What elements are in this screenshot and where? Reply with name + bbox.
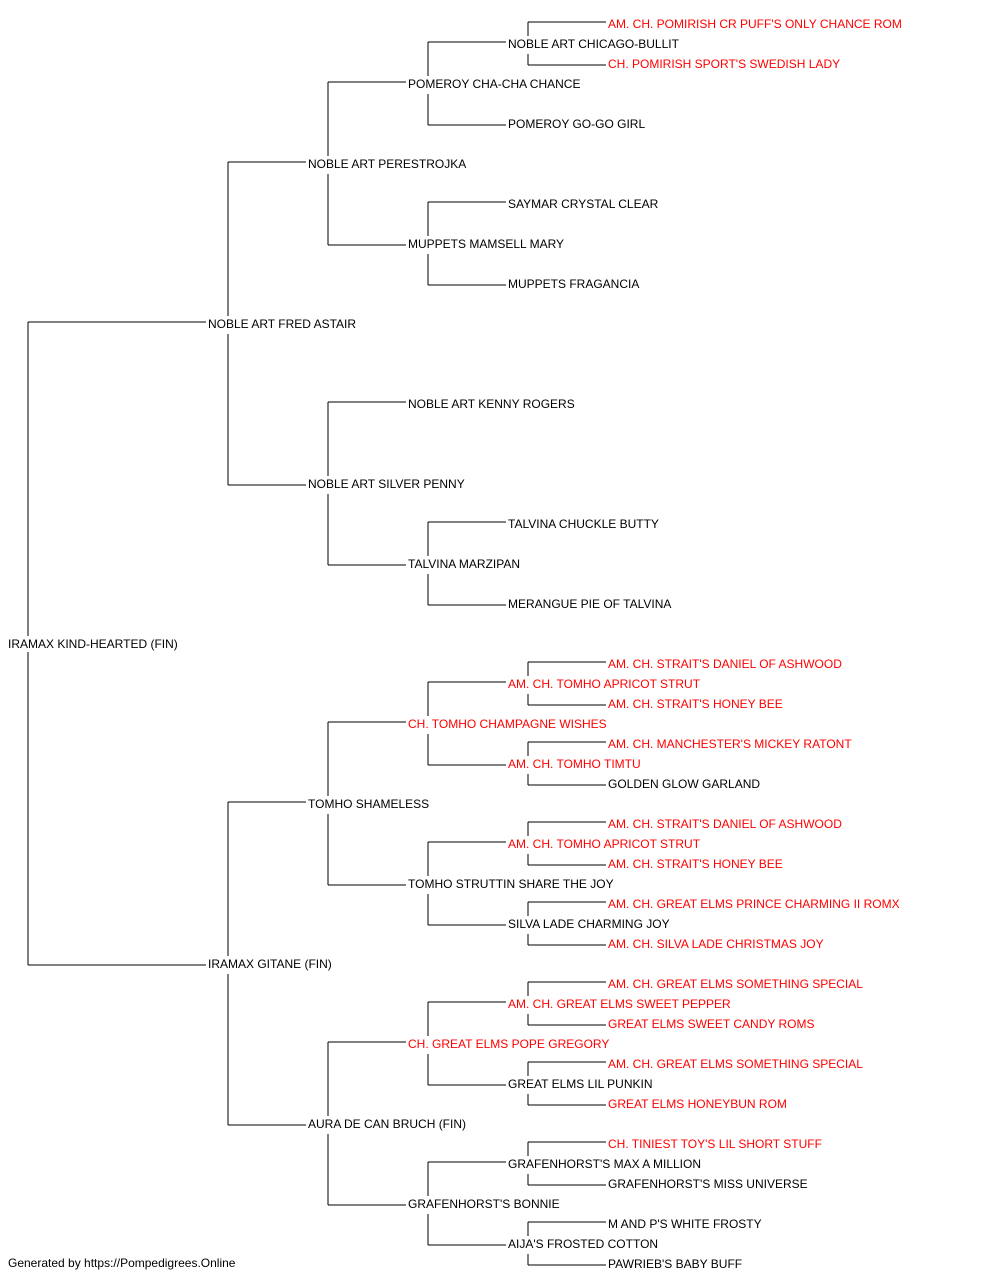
gen3-ancestor-name[interactable]: NOBLE ART KENNY ROGERS [408,397,575,411]
gen5-ancestor-name[interactable]: GREAT ELMS HONEYBUN ROM [608,1097,787,1111]
generator-credit: Generated by https://Pompedigrees.Online [8,1256,236,1270]
gen5-ancestor-name[interactable]: GREAT ELMS SWEET CANDY ROMS [608,1017,814,1031]
gen4-ancestor-name[interactable]: TALVINA CHUCKLE BUTTY [508,517,659,531]
gen5-ancestor-name[interactable]: AM. CH. SILVA LADE CHRISTMAS JOY [608,937,824,951]
gen5-ancestor-name[interactable]: AM. CH. STRAIT'S DANIEL OF ASHWOOD [608,817,842,831]
gen4-ancestor-name[interactable]: GREAT ELMS LIL PUNKIN [508,1077,653,1091]
sire-name[interactable]: NOBLE ART FRED ASTAIR [208,317,356,331]
grandparent-name[interactable]: TOMHO SHAMELESS [308,797,429,811]
subject-name[interactable]: IRAMAX KIND-HEARTED (FIN) [8,637,178,651]
gen3-ancestor-name[interactable]: GRAFENHORST'S BONNIE [408,1197,560,1211]
gen5-ancestor-name[interactable]: CH. TINIEST TOY'S LIL SHORT STUFF [608,1137,822,1151]
gen5-ancestor-name[interactable]: GRAFENHORST'S MISS UNIVERSE [608,1177,808,1191]
gen4-ancestor-name[interactable]: AM. CH. GREAT ELMS SWEET PEPPER [508,997,731,1011]
gen4-ancestor-name[interactable]: SILVA LADE CHARMING JOY [508,917,670,931]
gen5-ancestor-name[interactable]: AM. CH. STRAIT'S DANIEL OF ASHWOOD [608,657,842,671]
gen5-ancestor-name[interactable]: M AND P'S WHITE FROSTY [608,1217,762,1231]
gen3-ancestor-name[interactable]: CH. GREAT ELMS POPE GREGORY [408,1037,609,1051]
gen5-ancestor-name[interactable]: AM. CH. GREAT ELMS PRINCE CHARMING II RO… [608,897,900,911]
gen3-ancestor-name[interactable]: TOMHO STRUTTIN SHARE THE JOY [408,877,614,891]
gen3-ancestor-name[interactable]: CH. TOMHO CHAMPAGNE WISHES [408,717,607,731]
gen3-ancestor-name[interactable]: TALVINA MARZIPAN [408,557,520,571]
gen4-ancestor-name[interactable]: POMEROY GO-GO GIRL [508,117,645,131]
gen4-ancestor-name[interactable]: SAYMAR CRYSTAL CLEAR [508,197,659,211]
gen4-ancestor-name[interactable]: GRAFENHORST'S MAX A MILLION [508,1157,701,1171]
grandparent-name[interactable]: NOBLE ART SILVER PENNY [308,477,465,491]
gen5-ancestor-name[interactable]: AM. CH. STRAIT'S HONEY BEE [608,697,783,711]
gen4-ancestor-name[interactable]: MUPPETS FRAGANCIA [508,277,639,291]
gen3-ancestor-name[interactable]: MUPPETS MAMSELL MARY [408,237,564,251]
gen4-ancestor-name[interactable]: AIJA'S FROSTED COTTON [508,1237,658,1251]
gen3-ancestor-name[interactable]: POMEROY CHA-CHA CHANCE [408,77,580,91]
gen4-ancestor-name[interactable]: AM. CH. TOMHO APRICOT STRUT [508,837,701,851]
gen4-ancestor-name[interactable]: AM. CH. TOMHO TIMTU [508,757,641,771]
gen5-ancestor-name[interactable]: GOLDEN GLOW GARLAND [608,777,760,791]
gen4-ancestor-name[interactable]: AM. CH. TOMHO APRICOT STRUT [508,677,701,691]
gen5-ancestor-name[interactable]: CH. POMIRISH SPORT'S SWEDISH LADY [608,57,840,71]
gen5-ancestor-name[interactable]: AM. CH. STRAIT'S HONEY BEE [608,857,783,871]
gen5-ancestor-name[interactable]: AM. CH. POMIRISH CR PUFF'S ONLY CHANCE R… [608,17,902,31]
gen5-ancestor-name[interactable]: AM. CH. GREAT ELMS SOMETHING SPECIAL [608,977,863,991]
gen5-ancestor-name[interactable]: AM. CH. GREAT ELMS SOMETHING SPECIAL [608,1057,863,1071]
gen5-ancestor-name[interactable]: AM. CH. MANCHESTER'S MICKEY RATONT [608,737,852,751]
gen4-ancestor-name[interactable]: NOBLE ART CHICAGO-BULLIT [508,37,680,51]
dam-name[interactable]: IRAMAX GITANE (FIN) [208,957,332,971]
gen5-ancestor-name[interactable]: PAWRIEB'S BABY BUFF [608,1257,742,1271]
grandparent-name[interactable]: NOBLE ART PERESTROJKA [308,157,466,171]
grandparent-name[interactable]: AURA DE CAN BRUCH (FIN) [308,1117,466,1131]
gen4-ancestor-name[interactable]: MERANGUE PIE OF TALVINA [508,597,671,611]
